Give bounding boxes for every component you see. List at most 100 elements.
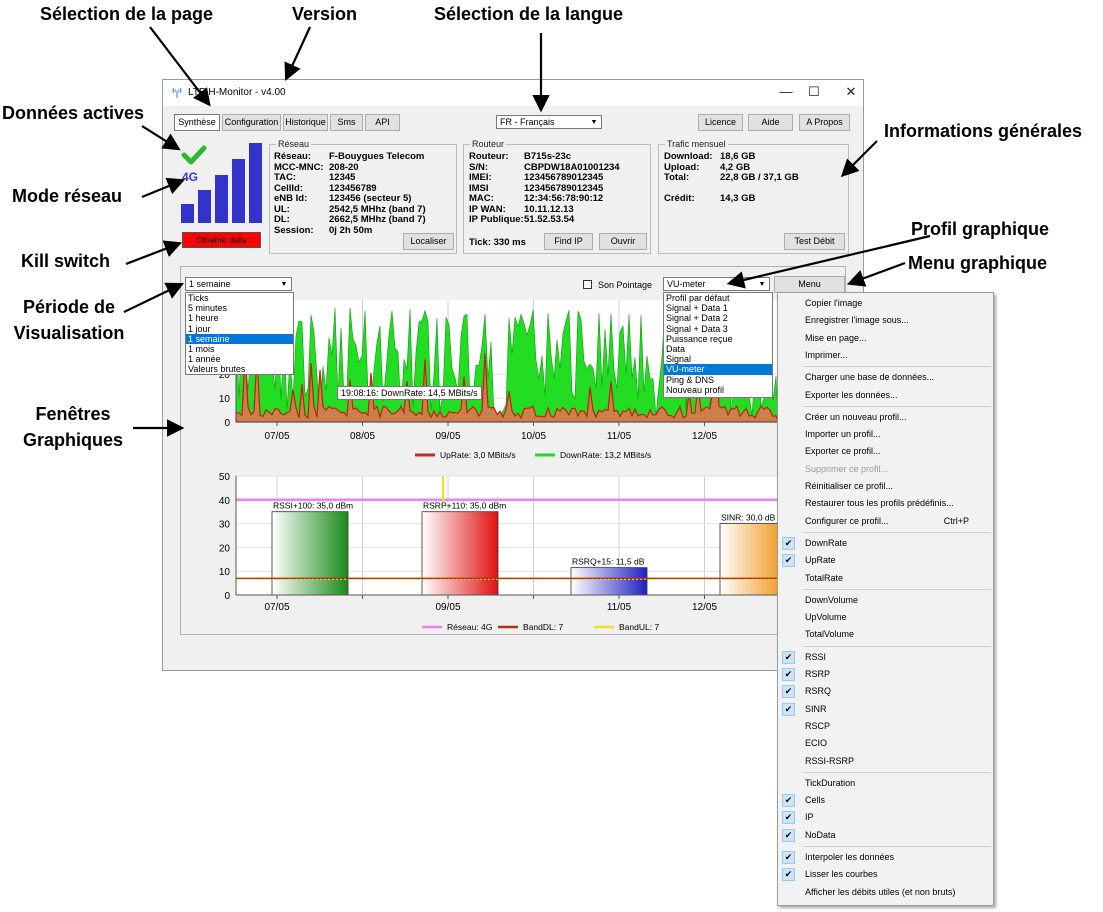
about-button[interactable]: A Propos	[799, 114, 850, 131]
router-group-title: Routeur	[470, 139, 507, 149]
locate-button[interactable]: Localiser	[403, 233, 454, 250]
menu-item-label: Charger une base de données...	[805, 372, 935, 383]
profile-option[interactable]: Nouveau profil	[666, 384, 725, 395]
chart-tooltip: 19:08:16: DownRate: 14,5 MBits/s	[337, 386, 482, 400]
annotation-version: Version	[292, 4, 358, 24]
profile-option[interactable]: Signal + Data 2	[666, 313, 728, 324]
period-select[interactable]: 1 semaine ▼	[185, 277, 292, 291]
menu-item-label: Lisser les courbes	[805, 869, 878, 880]
menu-item[interactable]: Supprimer ce profil...	[778, 461, 993, 478]
menu-item[interactable]: ✔RSRQ	[778, 683, 993, 700]
router-row: MAC:12:34:56:78:90:12	[469, 193, 604, 204]
menu-item[interactable]: ✔SINR	[778, 701, 993, 718]
menu-item[interactable]: ✔Lisser les courbes	[778, 866, 993, 883]
menu-item[interactable]: ✔RSRP	[778, 666, 993, 683]
period-option[interactable]: 1 heure	[188, 313, 219, 324]
help-button[interactable]: Aide	[748, 114, 793, 131]
kill-switch-button[interactable]: Disable data	[182, 232, 261, 248]
x-tick-label: 10/05	[521, 431, 546, 442]
menu-item-label: ECIO	[805, 738, 828, 749]
close-button[interactable]: ✕	[845, 84, 857, 99]
speed-test-button[interactable]: Test Débit	[784, 233, 845, 250]
menu-item[interactable]: TotalRate	[778, 570, 993, 587]
graph-menu-button[interactable]: Menu	[774, 276, 845, 293]
profile-option[interactable]: Profil par défaut	[666, 293, 730, 303]
annotation-period-line1: Période de	[22, 297, 116, 317]
profile-option[interactable]: Signal + Data 1	[666, 303, 728, 314]
menu-item[interactable]: Exporter ce profil...	[778, 443, 993, 460]
menu-item[interactable]: Exporter les données...	[778, 387, 993, 404]
menu-item[interactable]: ✔RSSI	[778, 649, 993, 666]
menu-item[interactable]: Réinitialiser ce profil...	[778, 478, 993, 495]
menu-item-label: UpVolume	[805, 612, 847, 623]
profile-option[interactable]: Puissance reçue	[666, 333, 733, 344]
open-button[interactable]: Ouvrir	[599, 233, 647, 250]
menu-item[interactable]: ECIO	[778, 735, 993, 752]
tab-api[interactable]: API	[365, 114, 400, 131]
language-select[interactable]: FR - Français ▼	[496, 115, 602, 129]
menu-item[interactable]: TotalVolume	[778, 626, 993, 643]
menu-item[interactable]: Afficher les débits utiles (et non bruts…	[778, 884, 993, 901]
menu-separator	[803, 645, 991, 647]
menu-item[interactable]: ✔IP	[778, 809, 993, 826]
period-option[interactable]: Valeurs brutes	[188, 364, 246, 375]
menu-item[interactable]: ✔DownRate	[778, 535, 993, 552]
profile-option[interactable]: VU-meter	[664, 364, 772, 375]
menu-item[interactable]: Charger une base de données...	[778, 369, 993, 386]
profile-option[interactable]: Signal	[666, 354, 692, 365]
annotation-graph-menu: Menu graphique	[908, 253, 1047, 273]
menu-item-label: Importer un profil...	[805, 429, 881, 440]
menu-item[interactable]: ✔Interpoler les données	[778, 849, 993, 866]
x-tick-label: 09/05	[435, 431, 460, 442]
menu-item[interactable]: Copier l'image	[778, 295, 993, 312]
menu-item[interactable]: Créer un nouveau profil...	[778, 409, 993, 426]
tab-configuration[interactable]: Configuration	[222, 114, 281, 131]
menu-item[interactable]: RSCP	[778, 718, 993, 735]
maximize-button[interactable]: ☐	[808, 84, 820, 99]
son-pointage-checkbox[interactable]	[583, 280, 592, 289]
menu-item[interactable]: RSSI-RSRP	[778, 753, 993, 770]
tab-historique[interactable]: Historique	[283, 114, 328, 131]
menu-item[interactable]: Imprimer...	[778, 347, 993, 364]
menu-item[interactable]: ✔NoData	[778, 827, 993, 844]
period-option[interactable]: 1 semaine	[186, 333, 293, 344]
arrow-version	[284, 26, 311, 81]
licence-button[interactable]: Licence	[698, 114, 743, 131]
menu-item[interactable]: Importer un profil...	[778, 426, 993, 443]
menu-item[interactable]: Enregistrer l'image sous...	[778, 312, 993, 329]
legend-label: Réseau: 4G	[447, 622, 492, 632]
y-tick-label: 0	[224, 591, 230, 602]
menu-item-label: Créer un nouveau profil...	[805, 411, 907, 422]
router-row: IP Publique:51.52.53.54	[469, 214, 575, 225]
y-tick-label: 10	[219, 567, 231, 578]
checkmark-icon: ✔	[782, 811, 795, 825]
period-option[interactable]: 1 année	[188, 354, 221, 365]
profile-option[interactable]: Signal + Data 3	[666, 323, 728, 334]
annotation-windows-line2: Graphiques	[22, 430, 124, 450]
menu-item[interactable]: Configurer ce profil...Ctrl+P	[778, 513, 993, 530]
minimize-button[interactable]: —	[779, 84, 793, 99]
menu-item-label: Exporter les données...	[805, 389, 898, 400]
menu-item[interactable]: ✔Cells	[778, 792, 993, 809]
find-ip-button[interactable]: Find IP	[544, 233, 593, 250]
profile-option[interactable]: Data	[666, 343, 686, 354]
menu-item[interactable]: Restaurer tous les profils prédéfinis...	[778, 495, 993, 512]
period-option[interactable]: Ticks	[188, 293, 209, 303]
tab-synthese[interactable]: Synthèse	[174, 114, 220, 131]
period-option[interactable]: 1 jour	[188, 323, 211, 334]
chevron-down-icon: ▼	[280, 281, 288, 288]
profile-option[interactable]: Ping & DNS	[666, 374, 715, 385]
profile-select[interactable]: VU-meter ▼	[663, 277, 770, 291]
menu-item-label: RSSI-RSRP	[805, 755, 855, 766]
menu-item[interactable]: Mise en page...	[778, 330, 993, 347]
menu-item[interactable]: TickDuration	[778, 775, 993, 792]
menu-item[interactable]: UpVolume	[778, 609, 993, 626]
y-tick-label: 30	[219, 520, 231, 531]
menu-item[interactable]: ✔UpRate	[778, 552, 993, 569]
period-option[interactable]: 1 mois	[188, 343, 215, 354]
period-option[interactable]: 5 minutes	[188, 303, 228, 314]
menu-item[interactable]: DownVolume	[778, 592, 993, 609]
tab-sms[interactable]: Sms	[330, 114, 363, 131]
